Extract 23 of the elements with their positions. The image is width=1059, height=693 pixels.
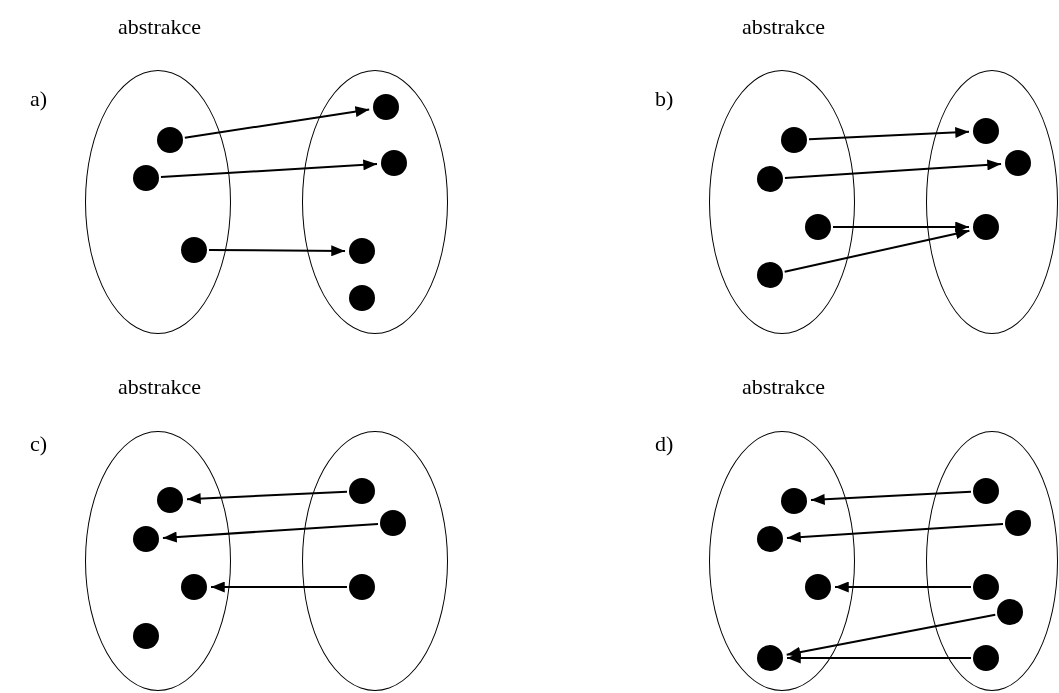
- panel-heading: abstrakce: [118, 376, 202, 398]
- arrow: [183, 106, 371, 139]
- arrow: [208, 245, 346, 257]
- arrow: [810, 490, 972, 505]
- arrow: [186, 490, 348, 505]
- arrow: [159, 159, 379, 179]
- panel-heading: abstrakce: [118, 16, 202, 38]
- panel-letter: b): [655, 88, 674, 110]
- panel-heading: abstrakce: [742, 16, 826, 38]
- arrow: [783, 228, 971, 273]
- arrow: [161, 522, 380, 543]
- arrow: [785, 522, 1005, 543]
- panel-heading: abstrakce: [742, 376, 826, 398]
- arrow: [808, 126, 970, 141]
- panel-letter: a): [30, 88, 48, 110]
- arrow: [210, 581, 348, 593]
- arrow: [834, 581, 972, 593]
- arrow: [785, 613, 997, 658]
- arrow: [786, 652, 972, 664]
- arrow: [783, 159, 1003, 180]
- panel-letter: c): [30, 433, 48, 455]
- panel-letter: d): [655, 433, 674, 455]
- arrow: [832, 221, 970, 233]
